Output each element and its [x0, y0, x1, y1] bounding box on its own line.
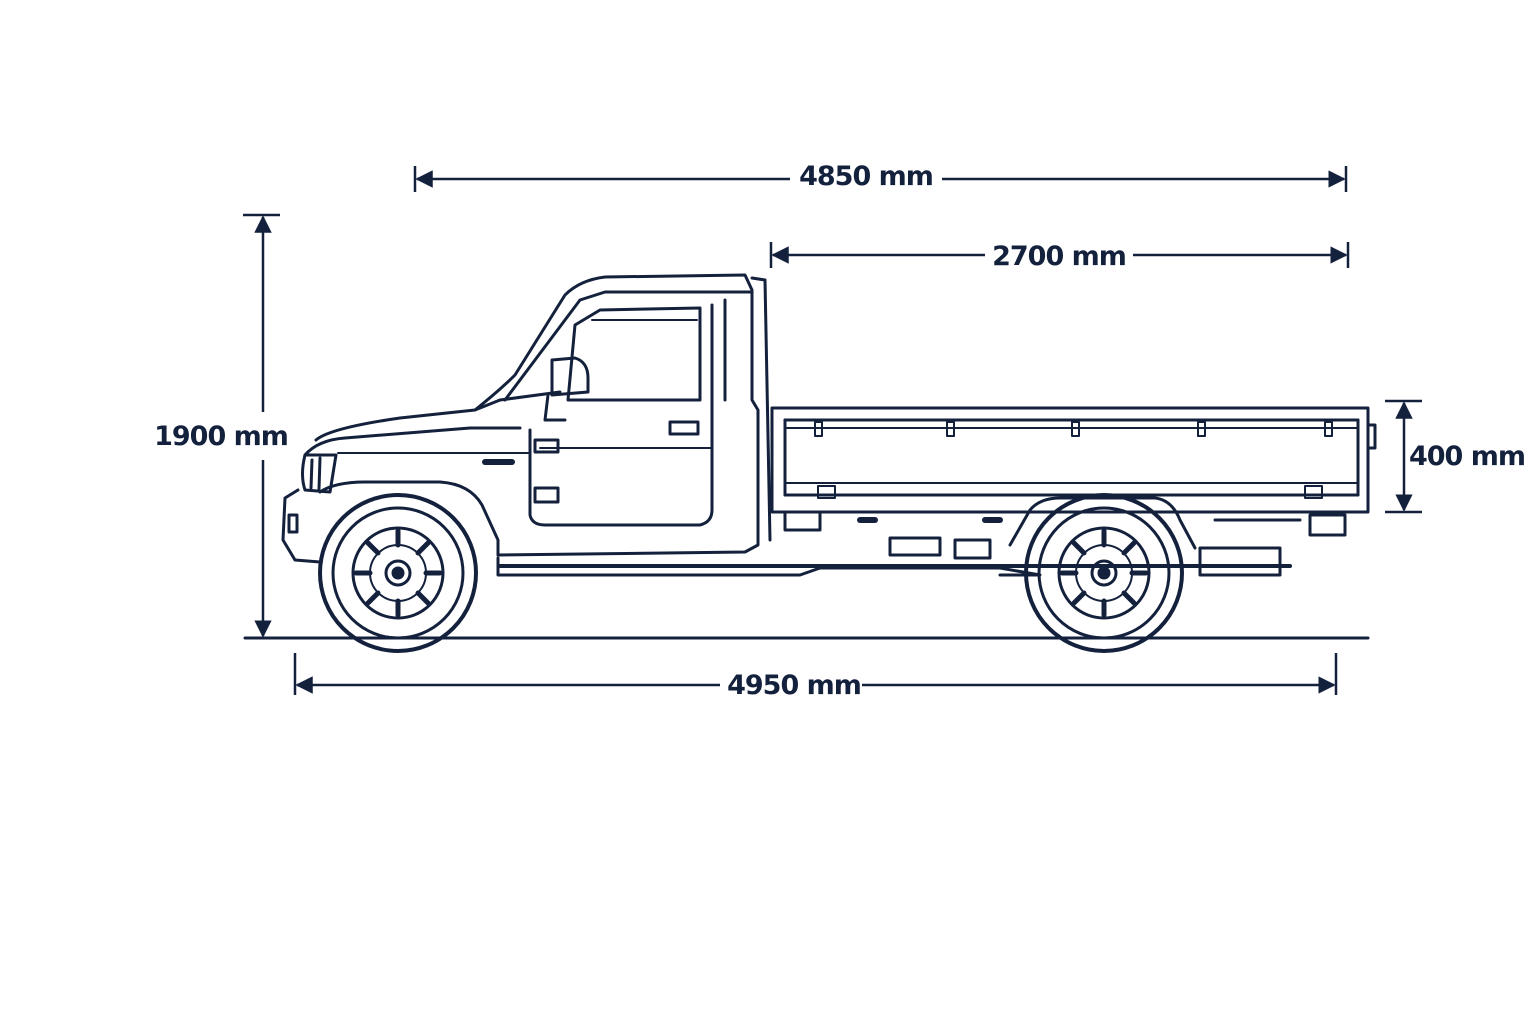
- grille-bar: [317, 456, 322, 491]
- fuel-tank: [888, 536, 942, 557]
- mirror-arm: [543, 393, 567, 422]
- grille: [301, 453, 338, 494]
- rear-wheel: [1024, 493, 1184, 653]
- a-pillar: [503, 290, 754, 402]
- label-overall-length: 4950 mm: [727, 670, 861, 701]
- rear-fender: [1008, 496, 1197, 550]
- label-bed-height: 400 mm: [1409, 441, 1525, 472]
- front-fender: [318, 480, 500, 557]
- hood: [314, 390, 562, 442]
- label-height: 1900 mm: [154, 421, 288, 452]
- fender-top: [303, 426, 522, 457]
- dimension-overall-length: [293, 653, 1338, 695]
- cab-back: [763, 278, 772, 542]
- dimension-height: [243, 213, 280, 638]
- fog-lamp: [287, 513, 299, 534]
- label-bed-length: 2700 mm: [992, 241, 1126, 272]
- door-handle: [668, 420, 700, 436]
- dimension-labels: 4850 mm 2700 mm 4950 mm 1900 mm 400 mm: [154, 161, 1526, 701]
- cab-outline: [473, 273, 760, 557]
- window: [566, 306, 702, 402]
- dimension-body-length: [413, 166, 1348, 192]
- front-bumper: [281, 488, 322, 564]
- cab-rear-edge: [750, 276, 767, 282]
- rear-bumper-bracket: [1308, 513, 1347, 537]
- dimension-bed-length: [769, 242, 1350, 268]
- door-hinge: [533, 438, 560, 454]
- under-box: [953, 538, 992, 560]
- tail-light: [1366, 423, 1377, 450]
- door: [528, 303, 714, 527]
- door-hinge: [533, 486, 560, 504]
- truck-drawing: [243, 273, 1377, 653]
- bed-underside: [783, 510, 822, 532]
- rear-wheel-spokes: [1059, 528, 1149, 618]
- side-mirror: [550, 356, 590, 397]
- label-body-length: 4850 mm: [799, 161, 933, 192]
- front-wheel: [318, 493, 478, 653]
- cargo-bed: [770, 406, 1370, 514]
- dimension-bed-height: [1385, 399, 1422, 514]
- bed-latches: [814, 421, 1333, 499]
- dimension-annotations: [243, 166, 1422, 695]
- rear-underride: [1198, 546, 1282, 577]
- grille-bar: [309, 458, 314, 490]
- front-wheel-spokes: [353, 528, 443, 618]
